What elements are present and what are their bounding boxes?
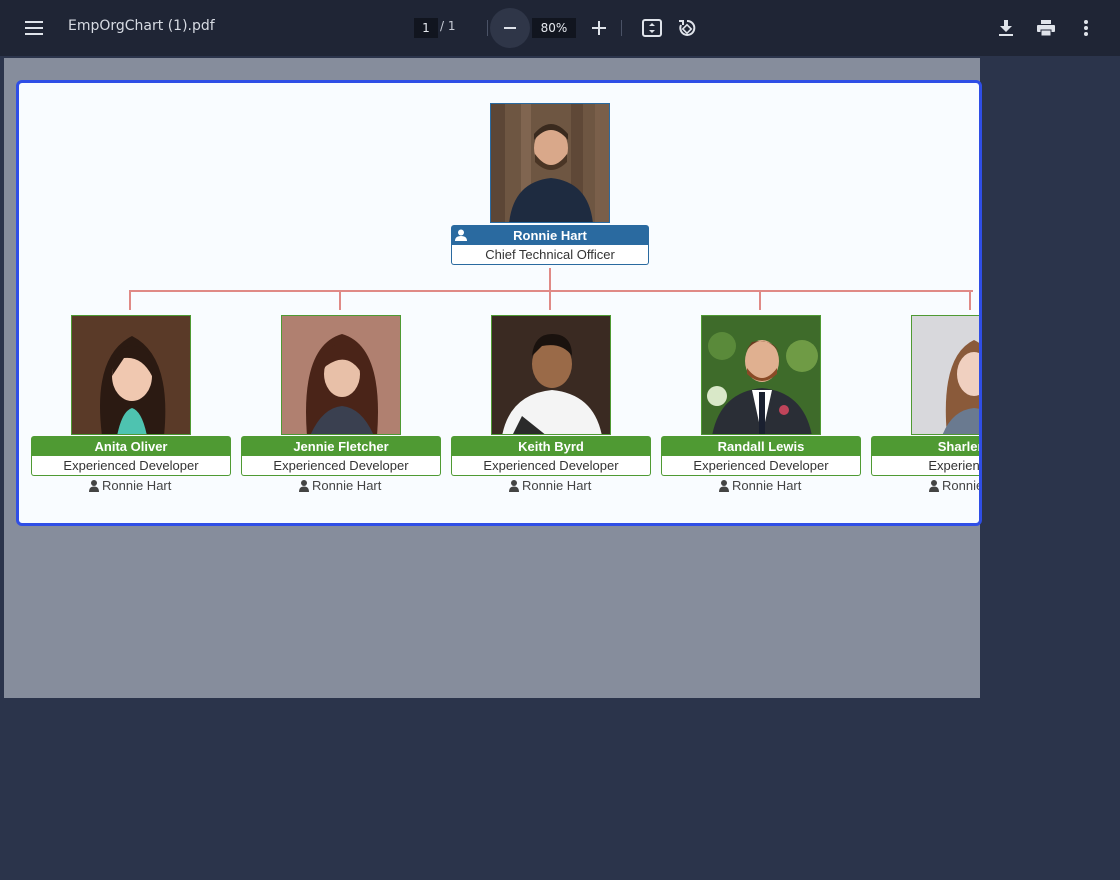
manager-name: Ronnie Hart	[522, 478, 592, 493]
node-name: Sharlene F	[937, 438, 979, 454]
person-icon	[509, 479, 519, 492]
manager-label: Ronnie Hart	[719, 478, 801, 493]
avatar	[490, 103, 610, 223]
manager-label: Ronnie Hart	[299, 478, 381, 493]
node-title: Chief Technical Officer	[451, 245, 649, 265]
manager-name: Ronnie	[942, 478, 982, 493]
person-icon	[929, 479, 939, 492]
zoom-out-button[interactable]	[490, 8, 530, 48]
avatar	[71, 315, 191, 435]
person-icon	[719, 479, 729, 492]
download-button[interactable]	[988, 10, 1024, 46]
person-icon	[89, 479, 99, 492]
person-icon	[455, 229, 467, 241]
node-name-bar: Jennie Fletcher	[241, 436, 441, 456]
manager-name: Ronnie Hart	[102, 478, 172, 493]
manager-label: Ronnie Hart	[509, 478, 591, 493]
avatar	[911, 315, 979, 435]
fit-page-button[interactable]	[634, 10, 670, 46]
avatar	[491, 315, 611, 435]
zoom-in-icon	[592, 21, 606, 35]
fit-page-icon	[642, 19, 662, 37]
node-name: Keith Byrd	[518, 438, 584, 454]
toolbar-divider	[487, 20, 488, 36]
person-icon	[299, 479, 309, 492]
download-icon	[999, 20, 1013, 36]
zoom-in-button[interactable]	[581, 10, 617, 46]
more-options-button[interactable]	[1068, 10, 1104, 46]
rotate-icon	[679, 19, 696, 36]
node-title: Experienced Developer	[661, 456, 861, 476]
rotate-button[interactable]	[669, 10, 705, 46]
more-icon	[1084, 20, 1088, 36]
node-title: Experienced D	[871, 456, 979, 476]
connector-line	[549, 290, 551, 310]
node-title: Experienced Developer	[241, 456, 441, 476]
node-title: Experienced Developer	[451, 456, 651, 476]
org-chart[interactable]: Ronnie Hart Chief Technical Officer Anit…	[16, 80, 982, 526]
zoom-out-icon	[504, 27, 516, 29]
node-name: Ronnie Hart	[513, 227, 587, 243]
manager-label: Ronnie Hart	[89, 478, 171, 493]
print-icon	[1037, 20, 1055, 36]
page-total: / 1	[440, 19, 456, 33]
node-title: Experienced Developer	[31, 456, 231, 476]
zoom-level-input[interactable]: 80%	[532, 18, 576, 38]
node-name-bar: Randall Lewis	[661, 436, 861, 456]
avatar	[281, 315, 401, 435]
page-number-input[interactable]: 1	[414, 18, 438, 38]
document-title: EmpOrgChart (1).pdf	[68, 18, 215, 34]
node-name-bar: Anita Oliver	[31, 436, 231, 456]
menu-icon[interactable]	[16, 10, 52, 46]
manager-label: Ronnie	[929, 478, 982, 493]
node-name: Anita Oliver	[94, 438, 168, 454]
pdf-toolbar: EmpOrgChart (1).pdf 1 / 1 80%	[0, 0, 1120, 56]
node-name: Jennie Fletcher	[293, 438, 389, 454]
connector-line	[129, 290, 973, 292]
connector-line	[129, 290, 131, 310]
toolbar-divider	[621, 20, 622, 36]
connector-line	[969, 290, 971, 310]
connector-line	[339, 290, 341, 310]
manager-name: Ronnie Hart	[732, 478, 802, 493]
print-button[interactable]	[1028, 10, 1064, 46]
node-name: Randall Lewis	[717, 438, 805, 454]
node-name-bar: Keith Byrd	[451, 436, 651, 456]
avatar	[701, 315, 821, 435]
manager-name: Ronnie Hart	[312, 478, 382, 493]
node-name-bar: Ronnie Hart	[451, 225, 649, 245]
connector-line	[759, 290, 761, 310]
connector-line	[549, 268, 551, 292]
node-name-bar: Sharlene F	[871, 436, 979, 456]
